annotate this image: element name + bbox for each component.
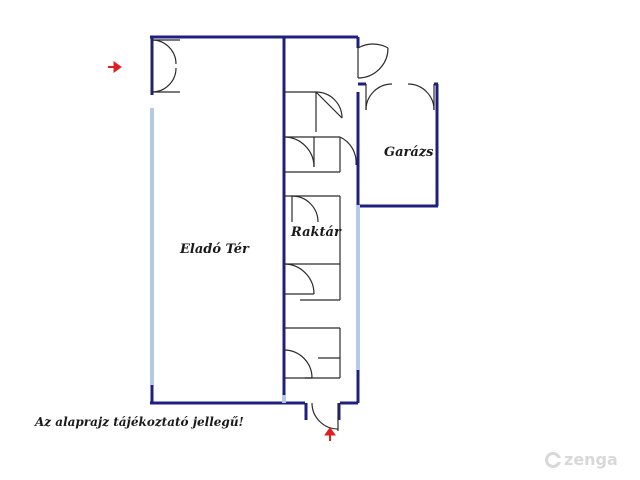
door-swings [151, 39, 435, 431]
room-label-storage: Raktár [291, 225, 341, 240]
logo-text: zenga [564, 450, 618, 469]
room-label-garage: Garázs [384, 145, 434, 160]
logo: zenga [545, 450, 618, 469]
disclaimer-note: Az alaprajz tájékoztató jellegű! [35, 415, 244, 429]
walls [150, 35, 439, 420]
room-label-sales-floor: Eladó Tér [180, 242, 249, 257]
partitions [284, 91, 341, 379]
entrance-arrow-icon [108, 61, 122, 73]
logo-icon [545, 451, 562, 468]
entrance-arrow-icon [324, 427, 336, 441]
windows [150, 108, 360, 403]
